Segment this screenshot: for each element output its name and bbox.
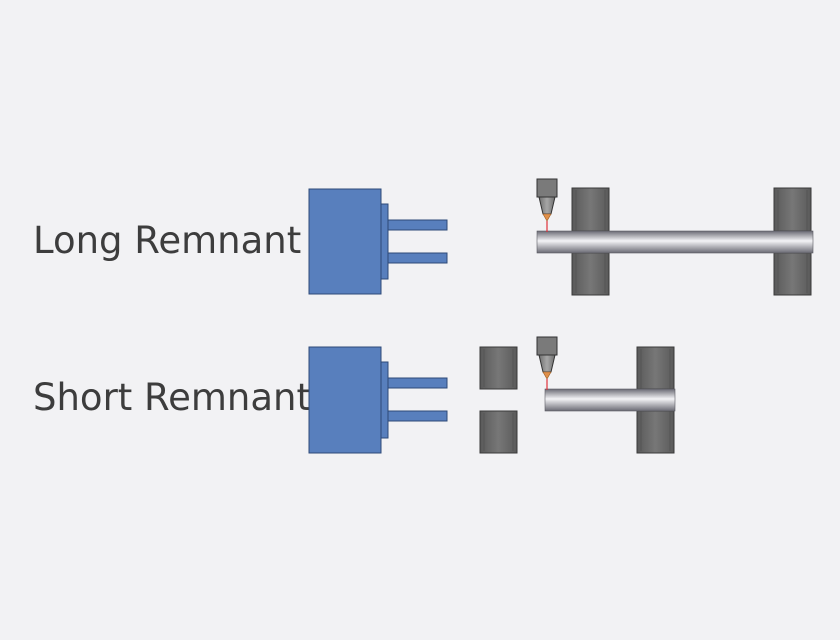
- chuck-icon: [773, 187, 812, 296]
- long-remnant-row: [308, 178, 814, 296]
- chuck-icon: [479, 346, 518, 454]
- chuck-icon: [571, 187, 610, 296]
- row-label-long-remnant: Long Remnant: [33, 219, 302, 262]
- pipe-icon: [536, 230, 814, 254]
- short-remnant-row: [308, 336, 676, 454]
- cutting-torch-icon: [536, 336, 558, 390]
- pipe-icon: [544, 388, 676, 412]
- chuck-icon: [636, 346, 675, 454]
- cutting-torch-icon: [536, 178, 558, 232]
- row-label-short-remnant: Short Remnant: [33, 376, 311, 419]
- feeder-machine-icon: [308, 346, 448, 454]
- feeder-machine-icon: [308, 188, 448, 295]
